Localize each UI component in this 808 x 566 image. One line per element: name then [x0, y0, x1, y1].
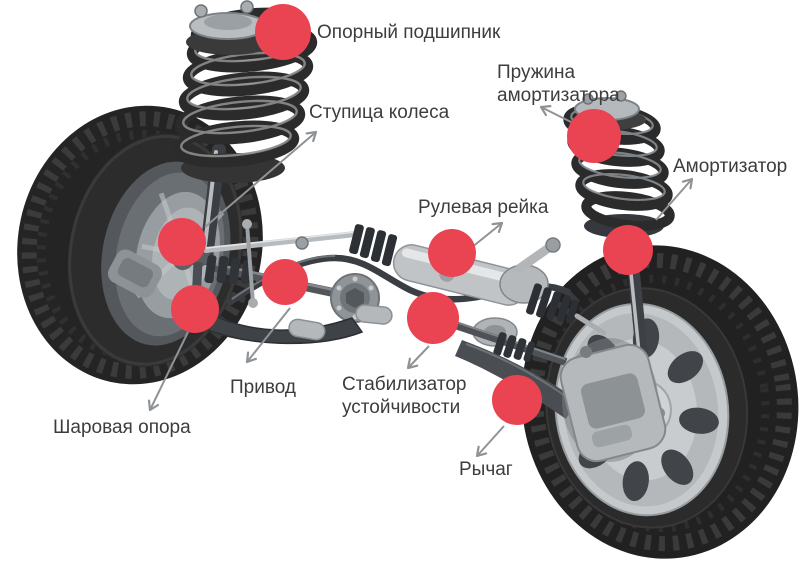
leader-arrow-ball-joint — [147, 331, 189, 412]
right-drive-axle — [450, 320, 568, 366]
right-brake-assembly — [559, 338, 667, 463]
label-ball-joint: Шаровая опора — [53, 417, 191, 438]
leader-arrow-steering-rack — [470, 221, 504, 249]
label-drive-shaft: Привод — [230, 377, 296, 398]
left-strut — [172, 0, 318, 303]
leader-arrow-shock-spring — [539, 105, 576, 125]
hotspot-marker-stabilizer-bar[interactable] — [407, 292, 459, 344]
hotspot-marker-shock-absorber[interactable] — [603, 225, 653, 275]
tie-rod-left — [203, 231, 359, 253]
lower-control-arm-left — [205, 304, 393, 345]
hotspot-marker-support-bearing[interactable] — [255, 4, 311, 60]
leader-arrow-drive-shaft — [245, 307, 291, 364]
hotspot-marker-wheel-hub[interactable] — [158, 218, 206, 266]
leader-arrow-wheel-hub — [204, 130, 318, 228]
hotspot-marker-shock-spring[interactable] — [567, 109, 621, 163]
hotspot-marker-drive-shaft[interactable] — [262, 259, 308, 305]
hotspot-marker-control-arm[interactable] — [492, 375, 542, 425]
leader-arrow-stabilizer-bar — [406, 345, 430, 370]
label-wheel-hub: Ступица колеса — [309, 102, 450, 123]
label-steering-rack: Рулевая рейка — [418, 197, 549, 218]
label-control-arm: Рычаг — [459, 459, 513, 480]
label-support-bearing: Опорный подшипник — [317, 22, 501, 43]
leader-arrow-control-arm — [475, 425, 505, 458]
label-shock-absorber: Амортизатор — [673, 156, 787, 177]
leader-arrow-shock-absorber — [655, 177, 694, 221]
hotspot-marker-steering-rack[interactable] — [428, 229, 476, 277]
hotspot-marker-ball-joint[interactable] — [171, 285, 219, 333]
